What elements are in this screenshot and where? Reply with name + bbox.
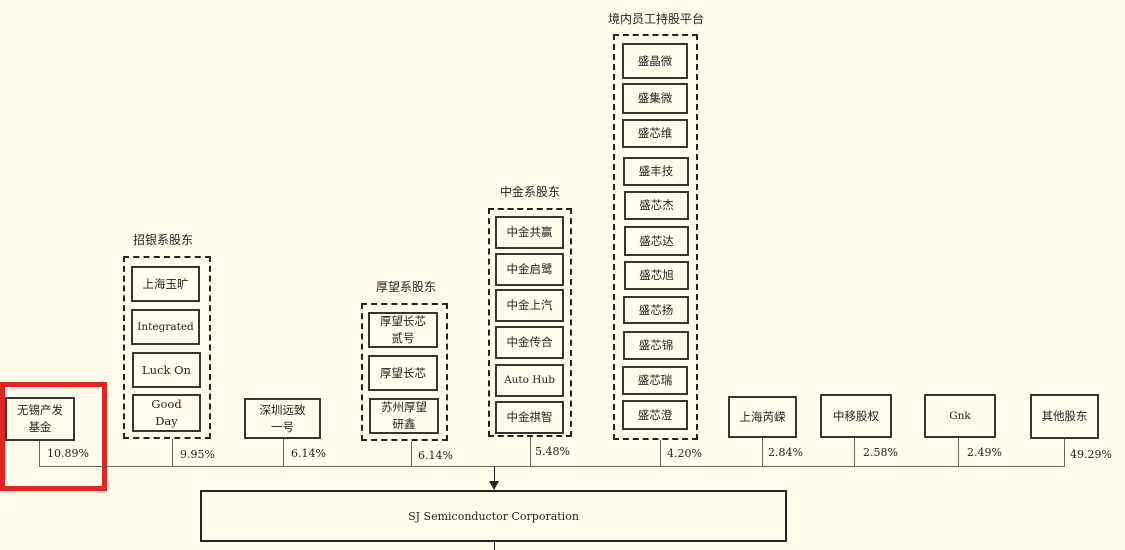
- shareholder-shenzhen[interactable]: 深圳远致 一号: [244, 398, 321, 439]
- arrow-stem: [494, 466, 495, 482]
- shareholder-gnk[interactable]: Gnk: [924, 394, 996, 438]
- connector-zhaoyin: [172, 439, 173, 467]
- member-employee-10[interactable]: 盛芯澄: [622, 400, 688, 430]
- pct-wuxi: 10.89%: [47, 447, 89, 460]
- shareholder-shanghai[interactable]: 上海芮嵘: [728, 396, 797, 438]
- member-zhaoyin-1[interactable]: Integrated: [131, 309, 200, 345]
- member-zhaoyin-2[interactable]: Luck On: [132, 352, 201, 388]
- connector-houwang: [411, 441, 412, 467]
- pct-shanghai: 2.84%: [768, 446, 803, 459]
- connector-wuxi: [39, 441, 40, 467]
- member-employee-0[interactable]: 盛晶微: [622, 43, 688, 79]
- corporation-box[interactable]: SJ Semiconductor Corporation: [200, 490, 787, 542]
- group-houwang: [361, 303, 448, 441]
- member-houwang-0[interactable]: 厚望长芯 贰号: [368, 312, 438, 348]
- arrow-down-icon: [489, 481, 499, 490]
- member-employee-3[interactable]: 盛丰技: [623, 157, 689, 186]
- pct-shenzhen: 6.14%: [291, 447, 326, 460]
- member-houwang-2[interactable]: 苏州厚望 研鑫: [369, 398, 439, 434]
- connector-others: [1064, 439, 1065, 467]
- group-employee: [613, 34, 698, 440]
- connector-gnk: [958, 438, 959, 467]
- shareholder-wuxi[interactable]: 无锡产发 基金: [5, 397, 75, 441]
- member-employee-1[interactable]: 盛集微: [622, 83, 688, 114]
- member-houwang-1[interactable]: 厚望长芯: [368, 355, 438, 391]
- group-label-employee: 境内员工持股平台: [608, 12, 705, 26]
- connector-zhongjin: [530, 437, 531, 467]
- group-zhaoyin: [123, 256, 211, 439]
- member-zhaoyin-0[interactable]: 上海玉旷: [131, 266, 200, 302]
- pct-zhaoyin: 9.95%: [180, 448, 215, 461]
- pct-cmcc: 2.58%: [863, 446, 898, 459]
- group-label-houwang: 厚望系股东: [376, 280, 437, 294]
- highlight-frame: [0, 382, 107, 491]
- member-zhongjin-1[interactable]: 中金启鹭: [495, 253, 564, 286]
- pct-others: 49.29%: [1070, 448, 1112, 461]
- member-employee-8[interactable]: 盛芯锦: [623, 331, 689, 360]
- connector-cmcc: [854, 438, 855, 467]
- corporation-downline: [494, 542, 495, 550]
- ownership-bus-line: [39, 466, 1065, 467]
- member-zhongjin-0[interactable]: 中金共赢: [495, 216, 564, 249]
- pct-employee: 4.20%: [667, 447, 702, 460]
- member-zhaoyin-3[interactable]: Good Day: [132, 394, 201, 432]
- connector-shanghai: [762, 438, 763, 467]
- connector-shenzhen: [283, 439, 284, 467]
- member-zhongjin-2[interactable]: 中金上汽: [495, 289, 564, 322]
- shareholder-cmcc[interactable]: 中移股权: [820, 394, 892, 438]
- member-employee-4[interactable]: 盛芯杰: [624, 191, 689, 220]
- shareholder-others[interactable]: 其他股东: [1030, 394, 1099, 439]
- group-label-zhaoyin: 招银系股东: [133, 233, 194, 247]
- member-employee-6[interactable]: 盛芯旭: [624, 261, 689, 290]
- pct-gnk: 2.49%: [967, 446, 1002, 459]
- member-employee-7[interactable]: 盛芯扬: [623, 296, 689, 324]
- group-zhongjin: [488, 208, 572, 437]
- member-zhongjin-4[interactable]: Auto Hub: [495, 364, 564, 397]
- member-zhongjin-3[interactable]: 中金传合: [495, 326, 564, 359]
- connector-employee: [660, 440, 661, 467]
- member-zhongjin-5[interactable]: 中金祺智: [495, 401, 564, 434]
- member-employee-2[interactable]: 盛芯维: [622, 119, 688, 148]
- group-label-zhongjin: 中金系股东: [500, 185, 561, 199]
- pct-houwang: 6.14%: [418, 449, 453, 462]
- member-employee-9[interactable]: 盛芯瑞: [622, 366, 688, 395]
- pct-zhongjin: 5.48%: [535, 445, 570, 458]
- member-employee-5[interactable]: 盛芯达: [624, 226, 689, 256]
